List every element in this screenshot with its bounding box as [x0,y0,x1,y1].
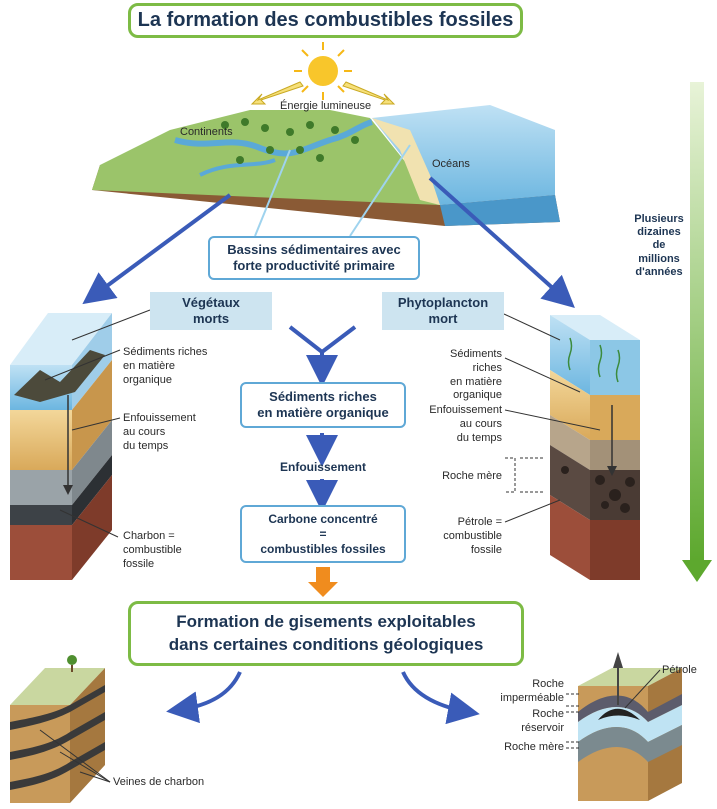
cap-rock-label: Roche imperméable [500,678,564,704]
left-burial-label: Enfouissement au cours du temps [123,412,196,452]
coal-leader-lines [39,729,111,783]
reservoir-rock-label: Roche réservoir [521,708,564,734]
light-arrows [250,81,396,105]
left-geology-block [10,313,112,580]
bottom-oil-label: Pétrole [662,664,697,676]
oil-deposit-block [578,652,682,801]
orange-arrow [308,567,338,597]
bottom-source-rock-label: Roche mère [504,741,564,753]
oceans-label: Océans [432,158,470,170]
continents-label: Continents [180,126,233,138]
page-title-text: La formation des combustibles fossiles [137,9,514,31]
basins-leader-lines [254,144,411,237]
right-burial-label: Enfouissement au cours du temps [429,404,502,444]
sun-icon [294,42,352,100]
oil-label: Pétrole = combustible fossile [443,516,502,556]
time-label: Plusieurs dizaines de millions d'années [634,213,684,278]
page-title: La formation des combustibles fossiles [128,3,523,38]
time-arrow [682,82,712,582]
landscape-block [92,105,560,226]
dead-plants-label: Végétaux morts [150,292,272,330]
right-sediments-label: Sédiments riches en matière organique [450,348,502,402]
dead-phytoplankton-label: Phytoplancton mort [382,292,504,330]
right-geology-block [550,315,640,580]
right-leader-lines [71,309,601,523]
burial-label: Enfouissement [279,460,366,474]
deposits-box: Formation de gisements exploitables dans… [128,601,524,666]
left-leader-lines [44,349,121,538]
concentrated-carbon-box: Carbone concentré = combustibles fossile… [240,505,406,563]
energy-label: Énergie lumineuse [280,100,372,112]
coal-deposit-block [10,655,105,803]
coal-veins-label: Veines de charbon [113,776,205,788]
basins-box: Bassins sédimentaires avec forte product… [208,236,420,280]
source-rock-label: Roche mère [442,470,502,482]
coal-label: Charbon = combustible fossile [123,530,182,570]
left-sediments-label: Sédiments riches en matière organique [123,346,208,386]
oil-leader-lines [566,669,661,749]
organic-sediments-box: Sédiments riches en matière organique [240,382,406,428]
blue-arrows [82,176,575,725]
